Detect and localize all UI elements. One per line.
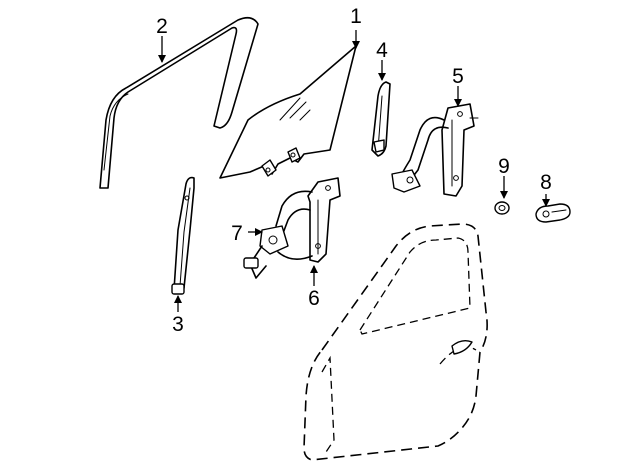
rear-channel-part [171,176,195,295]
callout-8: 8 [540,171,552,194]
callout-2: 2 [156,15,168,38]
rear-regulator-part [391,103,479,197]
callout-5: 5 [452,65,464,88]
run-channel-part [99,16,259,189]
callout-4: 4 [376,39,388,62]
grommet-part [494,201,510,215]
callout-9: 9 [498,155,510,178]
sash-part [371,81,391,157]
callout-arrows [158,30,550,312]
door-outline [303,223,488,461]
callout-1: 1 [350,5,362,28]
front-regulator-part [243,177,341,279]
callout-3: 3 [172,313,184,336]
callout-6: 6 [308,287,320,310]
door-glass-part [219,45,357,179]
callout-7: 7 [231,222,243,245]
clip-part [535,203,571,223]
